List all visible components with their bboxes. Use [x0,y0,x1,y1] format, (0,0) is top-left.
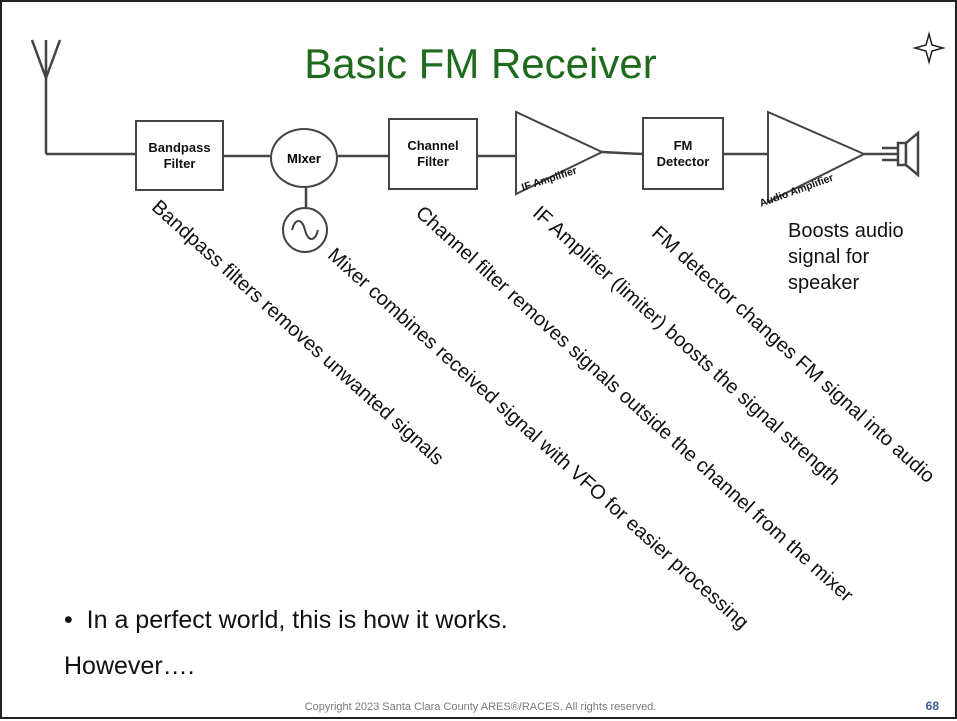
speaker-icon [864,130,920,178]
antenna-icon [30,39,62,154]
signal-path [46,150,768,208]
channel-filter-block: Channel Filter [388,118,478,190]
audio-amplifier-description: Boosts audio signal for speaker [788,220,904,294]
sparkle-icon [912,31,946,65]
bandpass-filter-block: Bandpass Filter [135,120,224,191]
however-text: However…. [64,652,195,680]
fm-detector-block: FM Detector [642,117,724,190]
slide-title: Basic FM Receiver [304,40,657,87]
if-amplifier-triangle [515,110,605,196]
copyright: Copyright 2023 Santa Clara County ARES®/… [304,701,657,713]
audio-amplifier-triangle [767,110,867,204]
bullet-point: • In a perfect world, this is how it wor… [64,606,508,634]
oscillator-icon [282,207,328,253]
page-number: 68 [925,699,939,713]
mixer-block: MIxer [270,128,338,188]
bullet-text: In a perfect world, this is how it works… [86,606,508,634]
